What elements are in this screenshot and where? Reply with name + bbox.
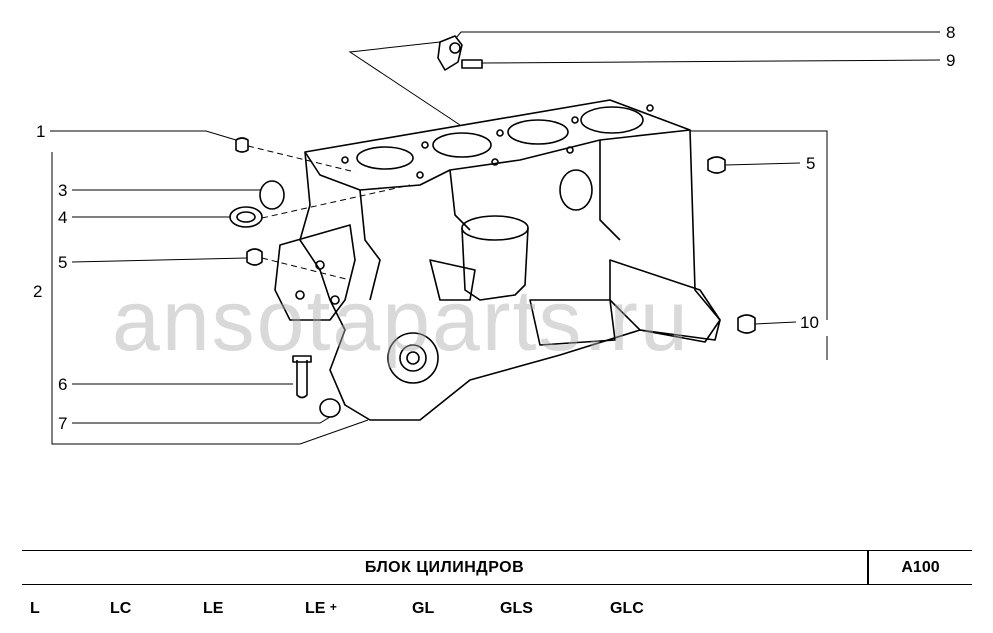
title-divider — [867, 551, 869, 584]
variant-le: LE — [203, 600, 224, 617]
callout-10: 10 — [800, 313, 819, 332]
variant-le-plus-suffix: + — [329, 600, 337, 614]
callout-2: 2 — [33, 282, 42, 301]
leader-lines — [50, 31, 941, 445]
variant-l: L — [30, 600, 40, 617]
callout-8: 8 — [946, 23, 955, 42]
callout-3: 3 — [58, 181, 67, 200]
callout-4: 4 — [58, 208, 67, 227]
cylinder-block-diagram: 1 2 3 4 5 5 6 7 8 9 10 — [33, 23, 955, 445]
callout-9: 9 — [946, 51, 955, 70]
callout-7: 7 — [58, 414, 67, 433]
variant-gls: GLS — [500, 600, 533, 617]
callout-5-right: 5 — [806, 154, 815, 173]
callout-1: 1 — [36, 122, 45, 141]
engine-block-drawing — [274, 99, 721, 421]
callout-6: 6 — [58, 375, 67, 394]
loose-parts-drawing — [229, 35, 756, 418]
diagram-title: БЛОК ЦИЛИНДРОВ — [364, 559, 525, 576]
variant-le-plus-label: LE — [305, 600, 326, 617]
title-bar: БЛОК ЦИЛИНДРОВ A100 — [22, 550, 972, 585]
variant-lc: LC — [110, 600, 132, 617]
diagram-code: A100 — [901, 559, 940, 576]
variant-le-plus: LE + — [305, 600, 337, 618]
variant-gl: GL — [412, 600, 435, 617]
callout-5-left: 5 — [58, 253, 67, 272]
variant-glc: GLC — [610, 600, 644, 617]
